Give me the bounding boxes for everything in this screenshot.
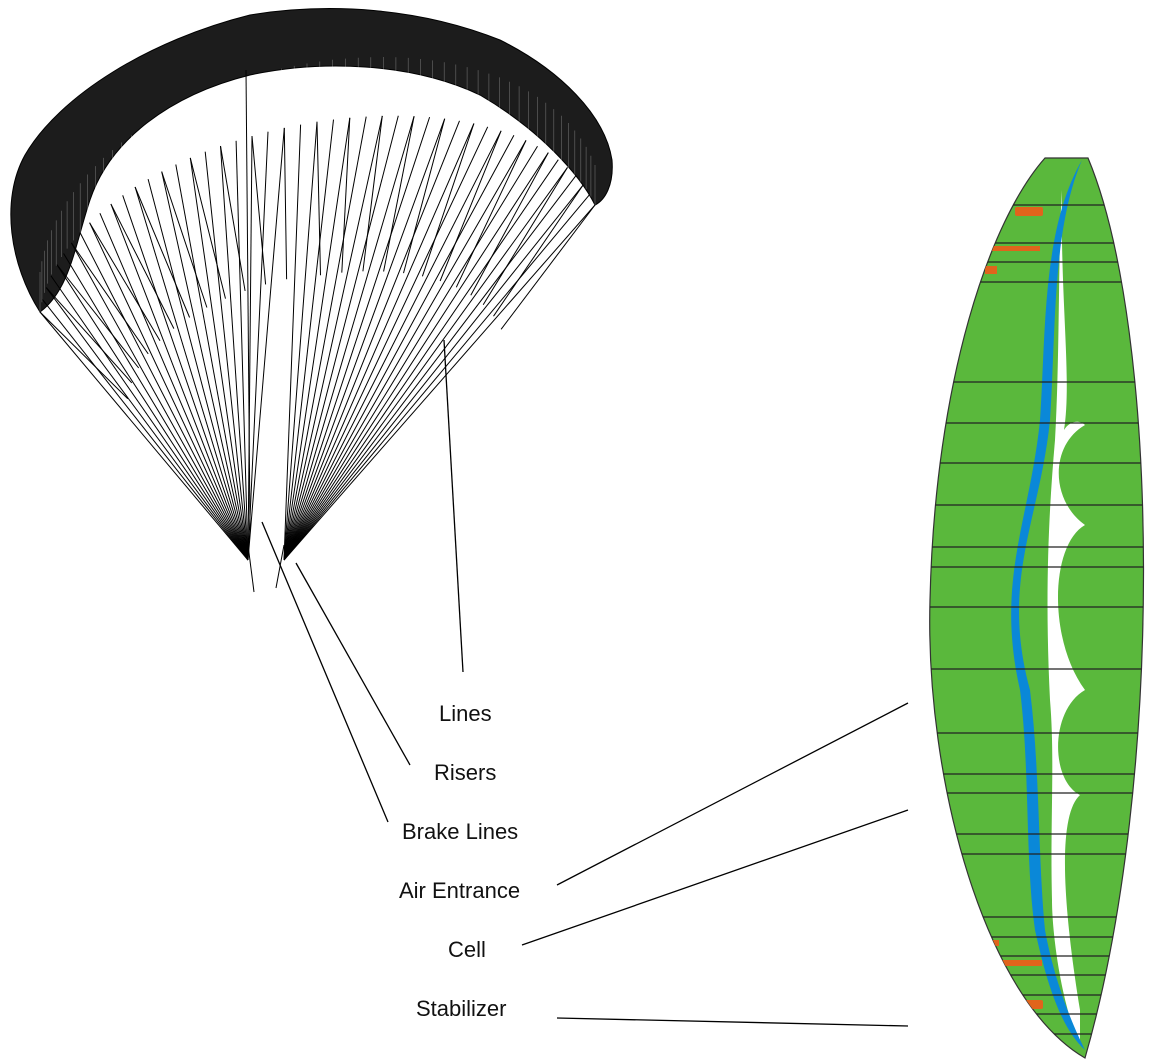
suspension-line	[248, 128, 284, 560]
suspension-line	[284, 140, 526, 560]
label-air-entrance: Air Entrance	[399, 878, 520, 904]
suspension-line	[236, 141, 248, 560]
label-risers: Risers	[434, 760, 496, 786]
suspension-line	[51, 276, 248, 560]
leader-brake-lines	[262, 522, 388, 822]
leader-lines-label	[444, 340, 463, 672]
label-brake-lines: Brake Lines	[402, 819, 518, 845]
label-stabilizer: Stabilizer	[416, 996, 506, 1022]
suspension-line	[221, 146, 246, 291]
suspension-line	[284, 121, 460, 560]
suspension-line	[501, 205, 595, 329]
suspension-line	[284, 167, 568, 560]
suspension-line	[363, 116, 382, 271]
suspension-line	[284, 116, 414, 560]
suspension-line	[440, 131, 501, 281]
wing-3d	[11, 9, 612, 592]
suspension-lines	[40, 70, 595, 592]
suspension-line	[284, 160, 558, 560]
suspension-line	[284, 205, 595, 560]
suspension-line	[284, 119, 445, 560]
canopy-mesh	[11, 9, 612, 312]
suspension-line	[342, 118, 350, 273]
leader-lines	[262, 340, 908, 1026]
suspension-line	[57, 265, 248, 561]
suspension-line	[404, 119, 445, 273]
label-lines: Lines	[439, 701, 492, 727]
suspension-line	[135, 187, 190, 318]
suspension-line	[162, 172, 207, 308]
suspension-line	[43, 300, 249, 560]
leader-risers	[296, 563, 410, 765]
suspension-line	[284, 131, 501, 560]
suspension-line	[71, 243, 248, 560]
suspension-line	[100, 213, 248, 560]
suspension-line	[40, 312, 128, 399]
suspension-line	[284, 153, 548, 560]
suspension-line	[148, 179, 248, 560]
suspension-line	[284, 117, 430, 560]
wing-plan-view	[900, 158, 1156, 1058]
suspension-line	[252, 136, 266, 284]
suspension-line	[57, 265, 139, 369]
suspension-line	[284, 120, 334, 560]
suspension-line	[284, 128, 286, 279]
label-cell: Cell	[448, 937, 486, 963]
suspension-line	[40, 312, 248, 560]
riser	[248, 545, 254, 592]
suspension-line	[284, 176, 576, 560]
suspension-line	[111, 204, 174, 329]
suspension-line	[384, 116, 415, 271]
leader-stabilizer	[557, 1018, 908, 1026]
brake-line	[246, 70, 250, 530]
leader-cell	[522, 810, 908, 945]
leader-air-entrance	[557, 703, 908, 885]
